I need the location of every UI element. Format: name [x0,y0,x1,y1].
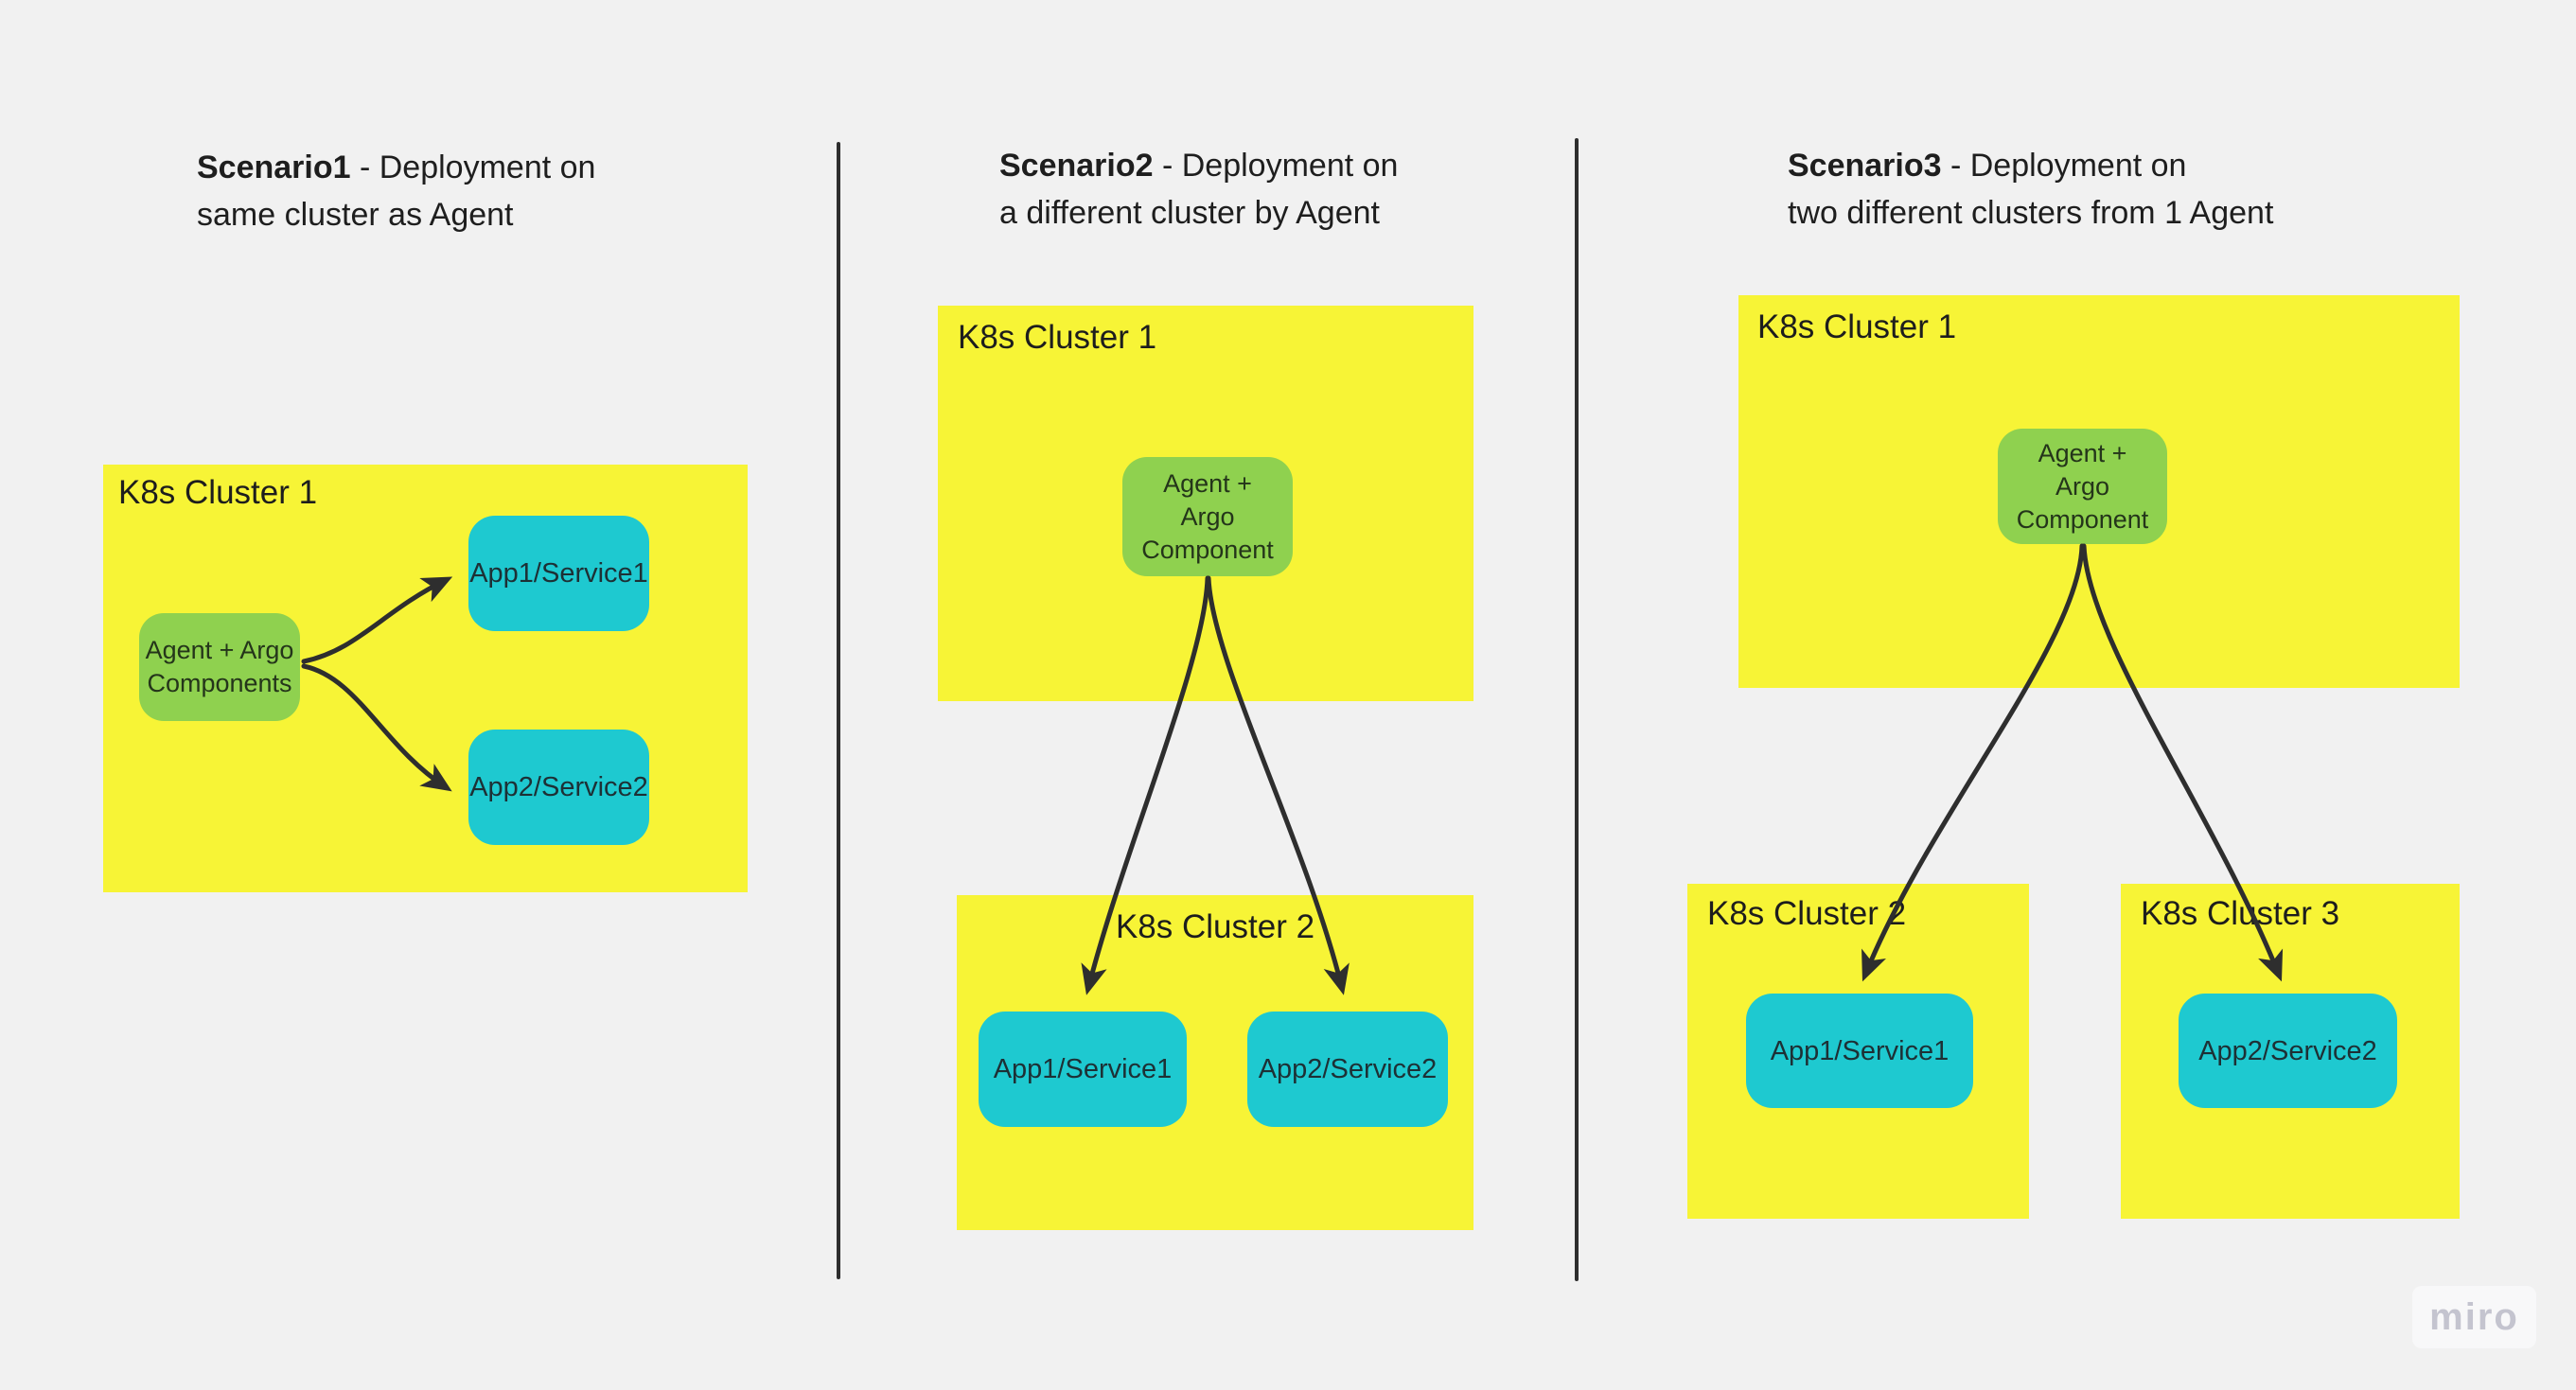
separator-line-1[interactable] [837,142,840,1279]
scenario1-title-rest: - Deployment on [350,150,596,185]
scenario2-title[interactable]: Scenario2 - Deployment on a different cl… [999,142,1398,237]
scenario1-app2-node[interactable]: App2/Service2 [468,730,649,845]
scenario3-agent-line1: Agent + [2038,438,2127,467]
miro-watermark: miro [2412,1286,2536,1348]
scenario2-app1-node[interactable]: App1/Service1 [979,1012,1187,1127]
scenario3-app2-label: App2/Service2 [2198,1035,2377,1066]
scenario2-title-rest: - Deployment on [1153,148,1399,184]
scenario2-title-line2: a different cluster by Agent [999,195,1380,231]
scenario1-app1-label: App1/Service1 [469,558,648,589]
scenario2-agent-node[interactable]: Agent + Argo Component [1122,457,1293,576]
scenario1-title[interactable]: Scenario1 - Deployment on same cluster a… [197,144,595,238]
scenario2-agent-line3: Component [1141,535,1274,564]
scenario2-app2-label: App2/Service2 [1258,1054,1438,1084]
scenario3-cluster3-label: K8s Cluster 3 [2141,895,2340,932]
scenario3-app1-node[interactable]: App1/Service1 [1746,994,1973,1108]
scenario3-cluster1-label: K8s Cluster 1 [1757,308,1957,345]
miro-watermark-label: miro [2429,1295,2519,1338]
scenario1-agent-node[interactable]: Agent + Argo Components [139,613,300,721]
scenario1-title-line2: same cluster as Agent [197,197,514,233]
separator-line-2[interactable] [1575,138,1579,1281]
scenario1-agent-line1: Agent + Argo [145,636,294,664]
scenario3-app1-label: App1/Service1 [1770,1035,1950,1066]
scenario2-app2-node[interactable]: App2/Service2 [1247,1012,1448,1127]
scenario1-app1-node[interactable]: App1/Service1 [468,516,649,631]
scenario2-title-line1: Scenario2 - Deployment on [999,142,1398,189]
scenario2-title-bold: Scenario2 [999,148,1154,184]
scenario3-title-bold: Scenario3 [1788,148,1942,184]
scenario3-app2-node[interactable]: App2/Service2 [2179,994,2397,1108]
scenario2-agent-line2: Argo [1180,501,1235,531]
scenario2-cluster1-label: K8s Cluster 1 [958,319,1157,356]
scenario3-title-line1: Scenario3 - Deployment on [1788,142,2273,189]
scenario1-agent-line2: Components [147,669,292,697]
scenario3-agent-line2: Argo [2055,471,2110,501]
scenario3-title-line2: two different clusters from 1 Agent [1788,195,2274,231]
scenario1-title-bold: Scenario1 [197,150,351,185]
scenario3-cluster2-label: K8s Cluster 2 [1707,895,1907,932]
scenario3-title-rest: - Deployment on [1941,148,2187,184]
scenario3-title[interactable]: Scenario3 - Deployment on two different … [1788,142,2273,237]
scenario2-app1-label: App1/Service1 [993,1054,1173,1084]
scenario2-cluster2-label: K8s Cluster 2 [1115,908,1315,945]
scenario3-agent-node[interactable]: Agent + Argo Component [1998,429,2167,544]
scenario1-app2-label: App2/Service2 [469,772,648,802]
scenario1-title-line1: Scenario1 - Deployment on [197,144,595,191]
scenario3-agent-line3: Component [2016,504,2149,534]
scenario1-cluster1-label: K8s Cluster 1 [118,474,318,511]
scenario2-agent-line1: Agent + [1163,468,1252,498]
